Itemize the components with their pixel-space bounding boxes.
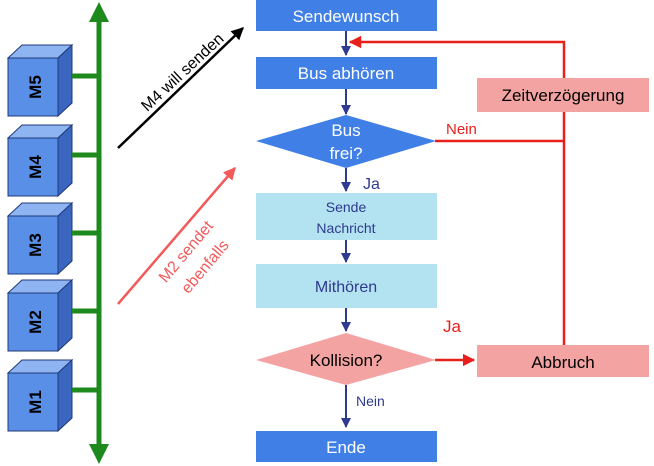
send-message-label-line1: Sende bbox=[326, 199, 367, 215]
yes-label-bus: Ja bbox=[363, 176, 380, 193]
bus-free-label-line2: frei? bbox=[329, 144, 362, 163]
bus-free-label-line1: Bus bbox=[331, 121, 360, 140]
no-label-bus: Nein bbox=[446, 121, 477, 138]
collision-label: Kollision? bbox=[310, 351, 383, 370]
monitor-box bbox=[256, 264, 437, 308]
module-label-m3: M3 bbox=[26, 233, 45, 257]
monitor-label: Mithören bbox=[315, 279, 377, 296]
abort-box bbox=[477, 345, 649, 377]
m4-send-label: M4 will senden bbox=[138, 30, 227, 115]
delay-box bbox=[477, 78, 649, 112]
start-box bbox=[256, 0, 437, 31]
module-label-m4: M4 bbox=[26, 155, 45, 179]
bus-free-decision bbox=[256, 115, 436, 168]
start-label: Sendewunsch bbox=[293, 7, 400, 26]
retry-connectors bbox=[348, 35, 566, 367]
m2-send-arrow bbox=[117, 167, 236, 305]
delay-label: Zeitverzögerung bbox=[502, 86, 625, 105]
module-m2: M2 bbox=[6, 278, 74, 353]
end-label: Ende bbox=[326, 438, 366, 457]
end-box bbox=[256, 431, 437, 462]
no-label-collision: Nein bbox=[356, 393, 385, 409]
listen-box bbox=[256, 57, 437, 89]
module-connectors bbox=[72, 73, 99, 393]
module-m5: M5 bbox=[6, 43, 74, 118]
module-m1: M1 bbox=[6, 358, 74, 433]
abort-label: Abbruch bbox=[531, 353, 594, 372]
yes-label-collision: Ja bbox=[443, 317, 462, 336]
module-m3: M3 bbox=[6, 201, 74, 276]
listen-label: Bus abhören bbox=[298, 64, 394, 83]
module-label-m1: M1 bbox=[26, 390, 45, 414]
send-message-box bbox=[256, 193, 437, 240]
collision-decision bbox=[256, 333, 436, 385]
module-label-m5: M5 bbox=[26, 75, 45, 99]
m4-send-arrow bbox=[117, 27, 244, 149]
module-label-m2: M2 bbox=[26, 310, 45, 334]
module-m4: M4 bbox=[6, 123, 74, 198]
send-message-label-line2: Nachricht bbox=[316, 220, 375, 236]
